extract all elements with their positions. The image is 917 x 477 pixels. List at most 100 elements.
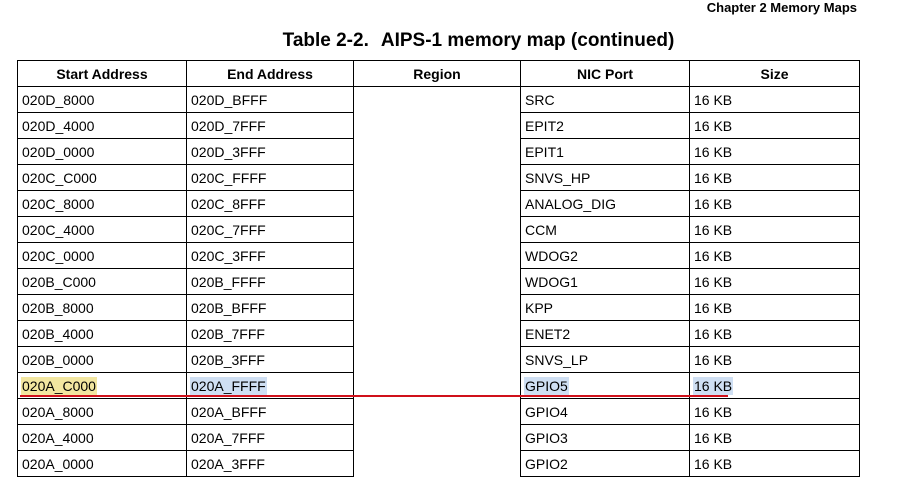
nic-port-cell: SNVS_LP [520, 346, 690, 373]
size-cell-text: 16 KB [694, 429, 733, 446]
end-address-cell-text: 020D_3FFF [191, 143, 266, 160]
start-address-cell: 020A_4000 [17, 424, 187, 451]
size-cell-text: 16 KB [694, 143, 733, 160]
size-cell-text: 16 KB [694, 169, 733, 186]
size-cell-text: 16 KB [694, 351, 733, 368]
size-cell: 16 KB [689, 398, 860, 425]
start-address-cell-text: 020C_0000 [22, 247, 95, 264]
region-cell [353, 372, 521, 399]
table-number: Table 2-2. [282, 30, 369, 51]
end-address-cell-text: 020A_7FFF [191, 429, 265, 446]
end-address-cell: 020B_7FFF [186, 320, 354, 347]
size-cell: 16 KB [689, 450, 860, 477]
size-cell: 16 KB [689, 268, 860, 295]
column-header-region: Region [353, 60, 521, 87]
column-header-size: Size [689, 60, 860, 87]
start-address-cell: 020D_0000 [17, 138, 187, 165]
end-address-cell: 020A_BFFF [186, 398, 354, 425]
end-address-cell: 020B_FFFF [186, 268, 354, 295]
start-address-cell: 020B_C000 [17, 268, 187, 295]
size-cell: 16 KB [689, 112, 860, 139]
size-cell-text: 16 KB [694, 91, 733, 108]
start-address-cell-text: 020C_8000 [22, 195, 95, 212]
start-address-cell-text: 020D_0000 [22, 143, 95, 160]
region-cell [353, 86, 521, 113]
nic-port-cell: GPIO2 [520, 450, 690, 477]
end-address-cell: 020C_7FFF [186, 216, 354, 243]
nic-port-cell-text: GPIO2 [525, 455, 568, 472]
table-header-row: Start Address End Address Region NIC Por… [17, 60, 860, 87]
nic-port-cell-text: SNVS_HP [525, 169, 591, 186]
region-cell [353, 216, 521, 243]
size-cell-text: 16 KB [694, 221, 733, 238]
end-address-cell-text: 020C_8FFF [191, 195, 266, 212]
start-address-cell-text: 020D_8000 [22, 91, 95, 108]
chapter-header: Chapter 2 Memory Maps [706, 0, 857, 15]
nic-port-cell: CCM [520, 216, 690, 243]
start-address-cell: 020B_4000 [17, 320, 187, 347]
start-address-cell: 020D_8000 [17, 86, 187, 113]
red-underline-annotation [20, 395, 728, 397]
end-address-cell: 020D_BFFF [186, 86, 354, 113]
memory-map-table: Start Address End Address Region NIC Por… [17, 60, 860, 477]
size-cell-text: 16 KB [694, 117, 733, 134]
start-address-cell-text: 020A_4000 [22, 429, 94, 446]
start-address-cell: 020C_8000 [17, 190, 187, 217]
size-cell-text: 16 KB [694, 273, 733, 290]
start-address-cell: 020A_0000 [17, 450, 187, 477]
size-cell: 16 KB [689, 164, 860, 191]
end-address-cell: 020D_7FFF [186, 112, 354, 139]
nic-port-cell: GPIO5 [520, 372, 690, 399]
nic-port-cell: SNVS_HP [520, 164, 690, 191]
nic-port-cell-text: GPIO3 [525, 429, 568, 446]
region-cell [353, 164, 521, 191]
end-address-cell-text: 020C_7FFF [191, 221, 266, 238]
start-address-cell-text: 020C_C000 [22, 169, 97, 186]
nic-port-cell-text: GPIO5 [524, 376, 569, 395]
table-row: 020A_4000 020A_7FFF GPIO3 16 KB [17, 424, 860, 451]
size-cell: 16 KB [689, 372, 860, 399]
nic-port-cell: WDOG2 [520, 242, 690, 269]
start-address-cell: 020A_C000 [17, 372, 187, 399]
size-cell: 16 KB [689, 138, 860, 165]
size-cell-text: 16 KB [694, 325, 733, 342]
start-address-cell: 020C_C000 [17, 164, 187, 191]
region-cell [353, 112, 521, 139]
nic-port-cell-text: EPIT2 [525, 117, 564, 134]
end-address-cell-text: 020B_BFFF [191, 299, 267, 316]
end-address-cell: 020C_8FFF [186, 190, 354, 217]
size-cell-text: 16 KB [694, 299, 733, 316]
region-cell [353, 294, 521, 321]
end-address-cell: 020C_FFFF [186, 164, 354, 191]
size-cell: 16 KB [689, 86, 860, 113]
table-row: 020A_8000 020A_BFFF GPIO4 16 KB [17, 398, 860, 425]
start-address-cell: 020B_0000 [17, 346, 187, 373]
nic-port-cell-text: SRC [525, 91, 555, 108]
nic-port-cell-text: EPIT1 [525, 143, 564, 160]
size-cell-text: 16 KB [694, 403, 733, 420]
end-address-cell: 020B_3FFF [186, 346, 354, 373]
nic-port-cell-text: GPIO4 [525, 403, 568, 420]
end-address-cell-text: 020C_3FFF [191, 247, 266, 264]
region-cell [353, 190, 521, 217]
region-cell [353, 346, 521, 373]
start-address-cell-text: 020A_8000 [22, 403, 94, 420]
size-cell: 16 KB [689, 346, 860, 373]
nic-port-cell-text: KPP [525, 299, 554, 316]
end-address-cell-text: 020A_3FFF [191, 455, 265, 472]
nic-port-cell: EPIT1 [520, 138, 690, 165]
nic-port-cell: ENET2 [520, 320, 690, 347]
size-cell: 16 KB [689, 216, 860, 243]
table-row: 020D_0000 020D_3FFF EPIT1 16 KB [17, 138, 860, 165]
nic-port-cell: KPP [520, 294, 690, 321]
size-cell: 16 KB [689, 320, 860, 347]
